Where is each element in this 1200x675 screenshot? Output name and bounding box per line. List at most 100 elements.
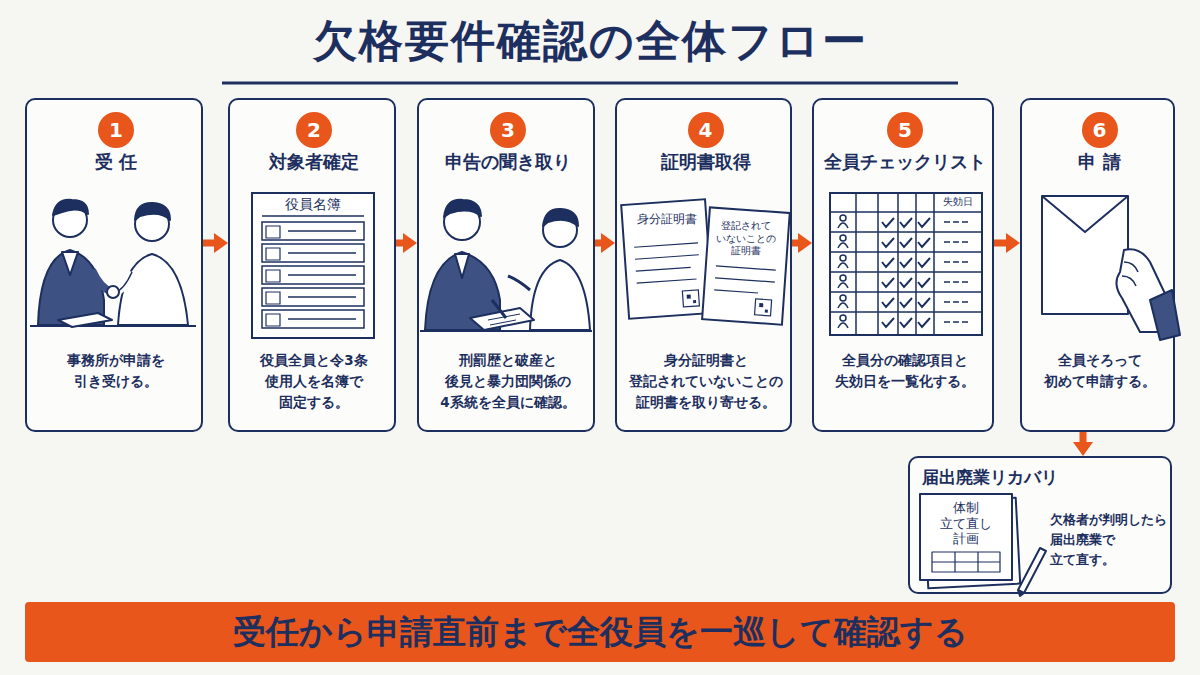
handshake-illustration — [118, 254, 188, 325]
step-heading: 全員チェックリスト — [814, 150, 996, 173]
step-box: 受 任事務所が申請を 引き受ける。 1 — [25, 98, 203, 432]
arrow-head — [798, 233, 812, 253]
step-heading: 申 請 — [1022, 150, 1177, 173]
step-number-circle: 3 — [490, 112, 526, 148]
step-number: 3 — [490, 112, 526, 148]
interview-illustration — [470, 308, 534, 330]
certificate-illustration — [765, 309, 768, 312]
handshake-illustration — [53, 200, 88, 215]
arrow-shaft — [595, 240, 603, 247]
interview-illustration — [508, 276, 530, 290]
arrow-head — [1006, 233, 1020, 253]
step-number: 1 — [98, 112, 134, 148]
step-heading: 申告の聞き取り — [419, 150, 597, 173]
recovery-body: 欠格者が判明したら 届出廃業で 立て直す。 — [1050, 510, 1170, 570]
certificate-illustration — [693, 300, 696, 303]
step-number-circle: 2 — [296, 112, 332, 148]
recovery-heading: 届出廃業リカバリ — [922, 466, 1162, 490]
step-heading: 受 任 — [27, 150, 205, 173]
certificate-illustration — [759, 303, 763, 307]
arrow-shaft — [1080, 432, 1087, 444]
certificate-illustration — [682, 290, 699, 307]
title-underline — [222, 82, 958, 85]
handshake-illustration — [114, 272, 132, 293]
handshake-illustration — [114, 272, 132, 293]
roster-illustration — [262, 288, 364, 306]
flow-arrow — [595, 233, 615, 253]
checklist-illustration — [944, 222, 968, 322]
step-body: 事務所が申請を 引き受ける。 — [37, 350, 195, 392]
handshake-illustration — [135, 203, 170, 220]
checklist-illustration — [856, 193, 934, 335]
diagram-title: 欠格要件確認の全体フロー — [200, 12, 980, 71]
roster-illustration — [252, 193, 374, 338]
handshake-illustration — [92, 270, 112, 292]
envelope-illustration — [1116, 249, 1168, 332]
step-number-circle: 4 — [688, 112, 724, 148]
certificate-illustration — [702, 207, 790, 324]
summary-band: 受任から申請直前まで全役員を一巡して確認する — [25, 602, 1175, 662]
certificate-illustration — [621, 199, 713, 319]
summary-text: 受任から申請直前まで全役員を一巡して確認する — [25, 602, 1175, 661]
step-number: 2 — [296, 112, 332, 148]
step-box: 全員チェックリスト全員分の確認項目と 失効日を一覧化する。5 — [812, 98, 994, 432]
interview-illustration — [425, 252, 500, 330]
checklist-illustration — [830, 193, 982, 335]
step-number-circle: 1 — [98, 112, 134, 148]
roster-illustration — [266, 226, 280, 326]
envelope-illustration — [1042, 196, 1180, 340]
step-number-circle: 5 — [887, 112, 923, 148]
flow-arrow — [1073, 432, 1093, 456]
arrow-shaft — [792, 240, 800, 247]
plan-illustration — [932, 552, 1000, 572]
roster-illustration — [252, 193, 374, 338]
arrow-shaft — [994, 240, 1008, 247]
handshake-illustration — [107, 286, 119, 298]
plan-illustration — [932, 552, 1000, 572]
envelope-illustration — [1150, 290, 1180, 340]
certificate-illustration — [621, 199, 713, 319]
handshake-illustration — [30, 325, 196, 327]
certificate-illustration — [755, 299, 772, 316]
recovery-box: 届出廃業リカバリ欠格者が判明したら 届出廃業で 立て直す。 — [908, 456, 1172, 594]
interview-illustration — [530, 260, 590, 330]
arrow-head — [1073, 442, 1093, 456]
step-number-circle: 6 — [1082, 112, 1118, 148]
roster-illustration — [262, 244, 364, 262]
arrow-shaft — [203, 240, 216, 247]
checklist-illustration — [840, 215, 846, 321]
step-heading: 証明書取得 — [617, 150, 794, 173]
roster-illustration — [262, 266, 364, 284]
checklist-illustration — [830, 193, 982, 335]
envelope-illustration — [1122, 262, 1138, 286]
arrow-head — [403, 233, 417, 253]
interview-illustration — [455, 254, 469, 278]
certificate-illustration — [702, 207, 790, 324]
certificate-illustration — [634, 243, 700, 283]
interview-illustration — [492, 300, 506, 318]
plan-illustration — [924, 498, 1020, 589]
interview-illustration — [420, 330, 592, 332]
arrow-shaft — [396, 240, 405, 247]
arrow-head — [214, 233, 228, 253]
envelope-illustration — [1042, 196, 1128, 232]
roster-illustration — [288, 231, 356, 319]
flow-arrow — [994, 233, 1020, 253]
arrow-head — [601, 233, 615, 253]
interview-illustration — [543, 213, 577, 247]
handshake-illustration — [53, 203, 87, 237]
certificate-illustration — [714, 266, 776, 294]
plan-illustration — [920, 494, 1046, 596]
plan-illustration — [1018, 548, 1046, 593]
flow-arrow — [792, 233, 812, 253]
certificate-illustration — [621, 199, 790, 325]
roster-illustration — [262, 310, 364, 328]
roster-illustration — [262, 222, 364, 240]
step-box: 証明書取得身分証明書と 登記されていないことの 証明書を取り寄せる。4 — [615, 98, 792, 432]
step-body: 全員そろって 初めて申請する。 — [1032, 350, 1167, 392]
plan-illustration — [1018, 590, 1024, 596]
step-box: 対象者確定役員全員と令3条 使用人を名簿で 固定する。2 — [228, 98, 396, 432]
step-body: 役員全員と令3条 使用人を名簿で 固定する。 — [240, 350, 388, 413]
